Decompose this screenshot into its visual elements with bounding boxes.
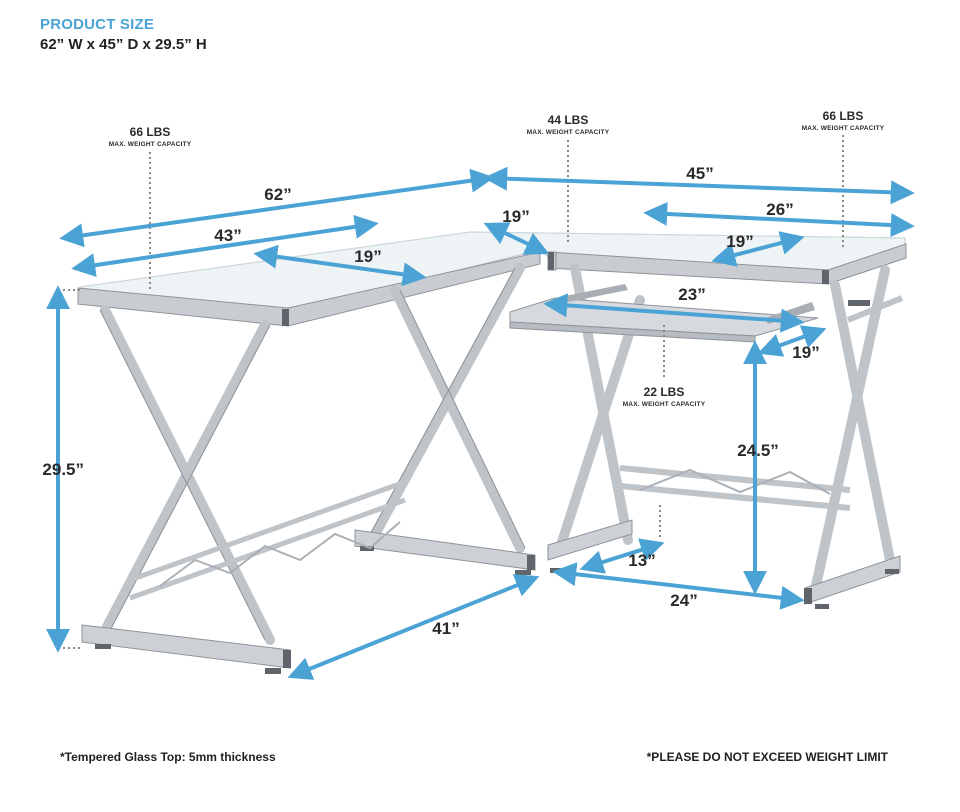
glass-thickness-note: *Tempered Glass Top: 5mm thickness: [60, 750, 276, 764]
svg-text:MAX. WEIGHT CAPACITY: MAX. WEIGHT CAPACITY: [623, 401, 706, 408]
svg-text:MAX. WEIGHT CAPACITY: MAX. WEIGHT CAPACITY: [109, 141, 192, 148]
svg-text:66 LBS: 66 LBS: [823, 109, 864, 123]
label-right-top-length: 26”: [766, 200, 793, 219]
label-overall-width: 62”: [264, 185, 291, 204]
svg-text:MAX. WEIGHT CAPACITY: MAX. WEIGHT CAPACITY: [527, 129, 610, 136]
left-stretcher: [129, 479, 406, 601]
weight-callout-tray: 22 LBS MAX. WEIGHT CAPACITY: [623, 385, 706, 408]
label-height: 29.5”: [42, 460, 84, 479]
weight-callout-corner: 44 LBS MAX. WEIGHT CAPACITY: [527, 113, 610, 136]
label-overall-depth: 45”: [686, 164, 713, 183]
arrow-left-top-depth: [253, 244, 427, 287]
product-size-title: PRODUCT SIZE: [40, 16, 155, 33]
label-tray-depth: 19”: [792, 343, 819, 362]
svg-text:22 LBS: 22 LBS: [644, 385, 685, 399]
weight-limit-note: *PLEASE DO NOT EXCEED WEIGHT LIMIT: [646, 750, 888, 764]
label-tray-width: 23”: [678, 285, 705, 304]
label-right-base-width: 24”: [670, 591, 697, 610]
label-left-top-length: 43”: [214, 226, 241, 245]
product-dimensions: 62” W x 45” D x 29.5” H: [40, 36, 207, 53]
svg-text:66 LBS: 66 LBS: [130, 125, 171, 139]
label-corner-depth: 19”: [502, 207, 529, 226]
svg-text:MAX. WEIGHT CAPACITY: MAX. WEIGHT CAPACITY: [802, 125, 885, 132]
arrow-tray-width: [543, 293, 805, 333]
arrow-left-top-length: [71, 214, 379, 278]
arrow-right-top-length: [643, 201, 915, 238]
svg-text:44 LBS: 44 LBS: [548, 113, 589, 127]
label-right-top-depth: 19”: [726, 232, 753, 251]
label-left-base-length: 41”: [432, 619, 459, 638]
arrow-corner-depth: [483, 222, 550, 255]
arrow-right-base-width: [552, 562, 805, 610]
weight-callout-left: 66 LBS MAX. WEIGHT CAPACITY: [109, 125, 192, 148]
arrow-right-top-depth: [711, 231, 805, 267]
dimension-arrows: [46, 166, 915, 680]
arrow-left-base-length: [287, 574, 540, 680]
arrow-tray-depth: [757, 325, 827, 357]
label-knee-height: 24.5”: [737, 441, 779, 460]
arrow-overall-depth: [483, 166, 915, 205]
label-right-base-gap: 13”: [628, 551, 655, 570]
dimension-labels: 62” 45” 43” 19” 19” 26” 19” 23” 19” 29.5…: [42, 164, 819, 638]
right-desk-legs: [810, 265, 895, 595]
label-left-top-depth: 19”: [354, 247, 381, 266]
desk-illustration: [77, 231, 907, 674]
weight-callout-right: 66 LBS MAX. WEIGHT CAPACITY: [802, 109, 885, 132]
